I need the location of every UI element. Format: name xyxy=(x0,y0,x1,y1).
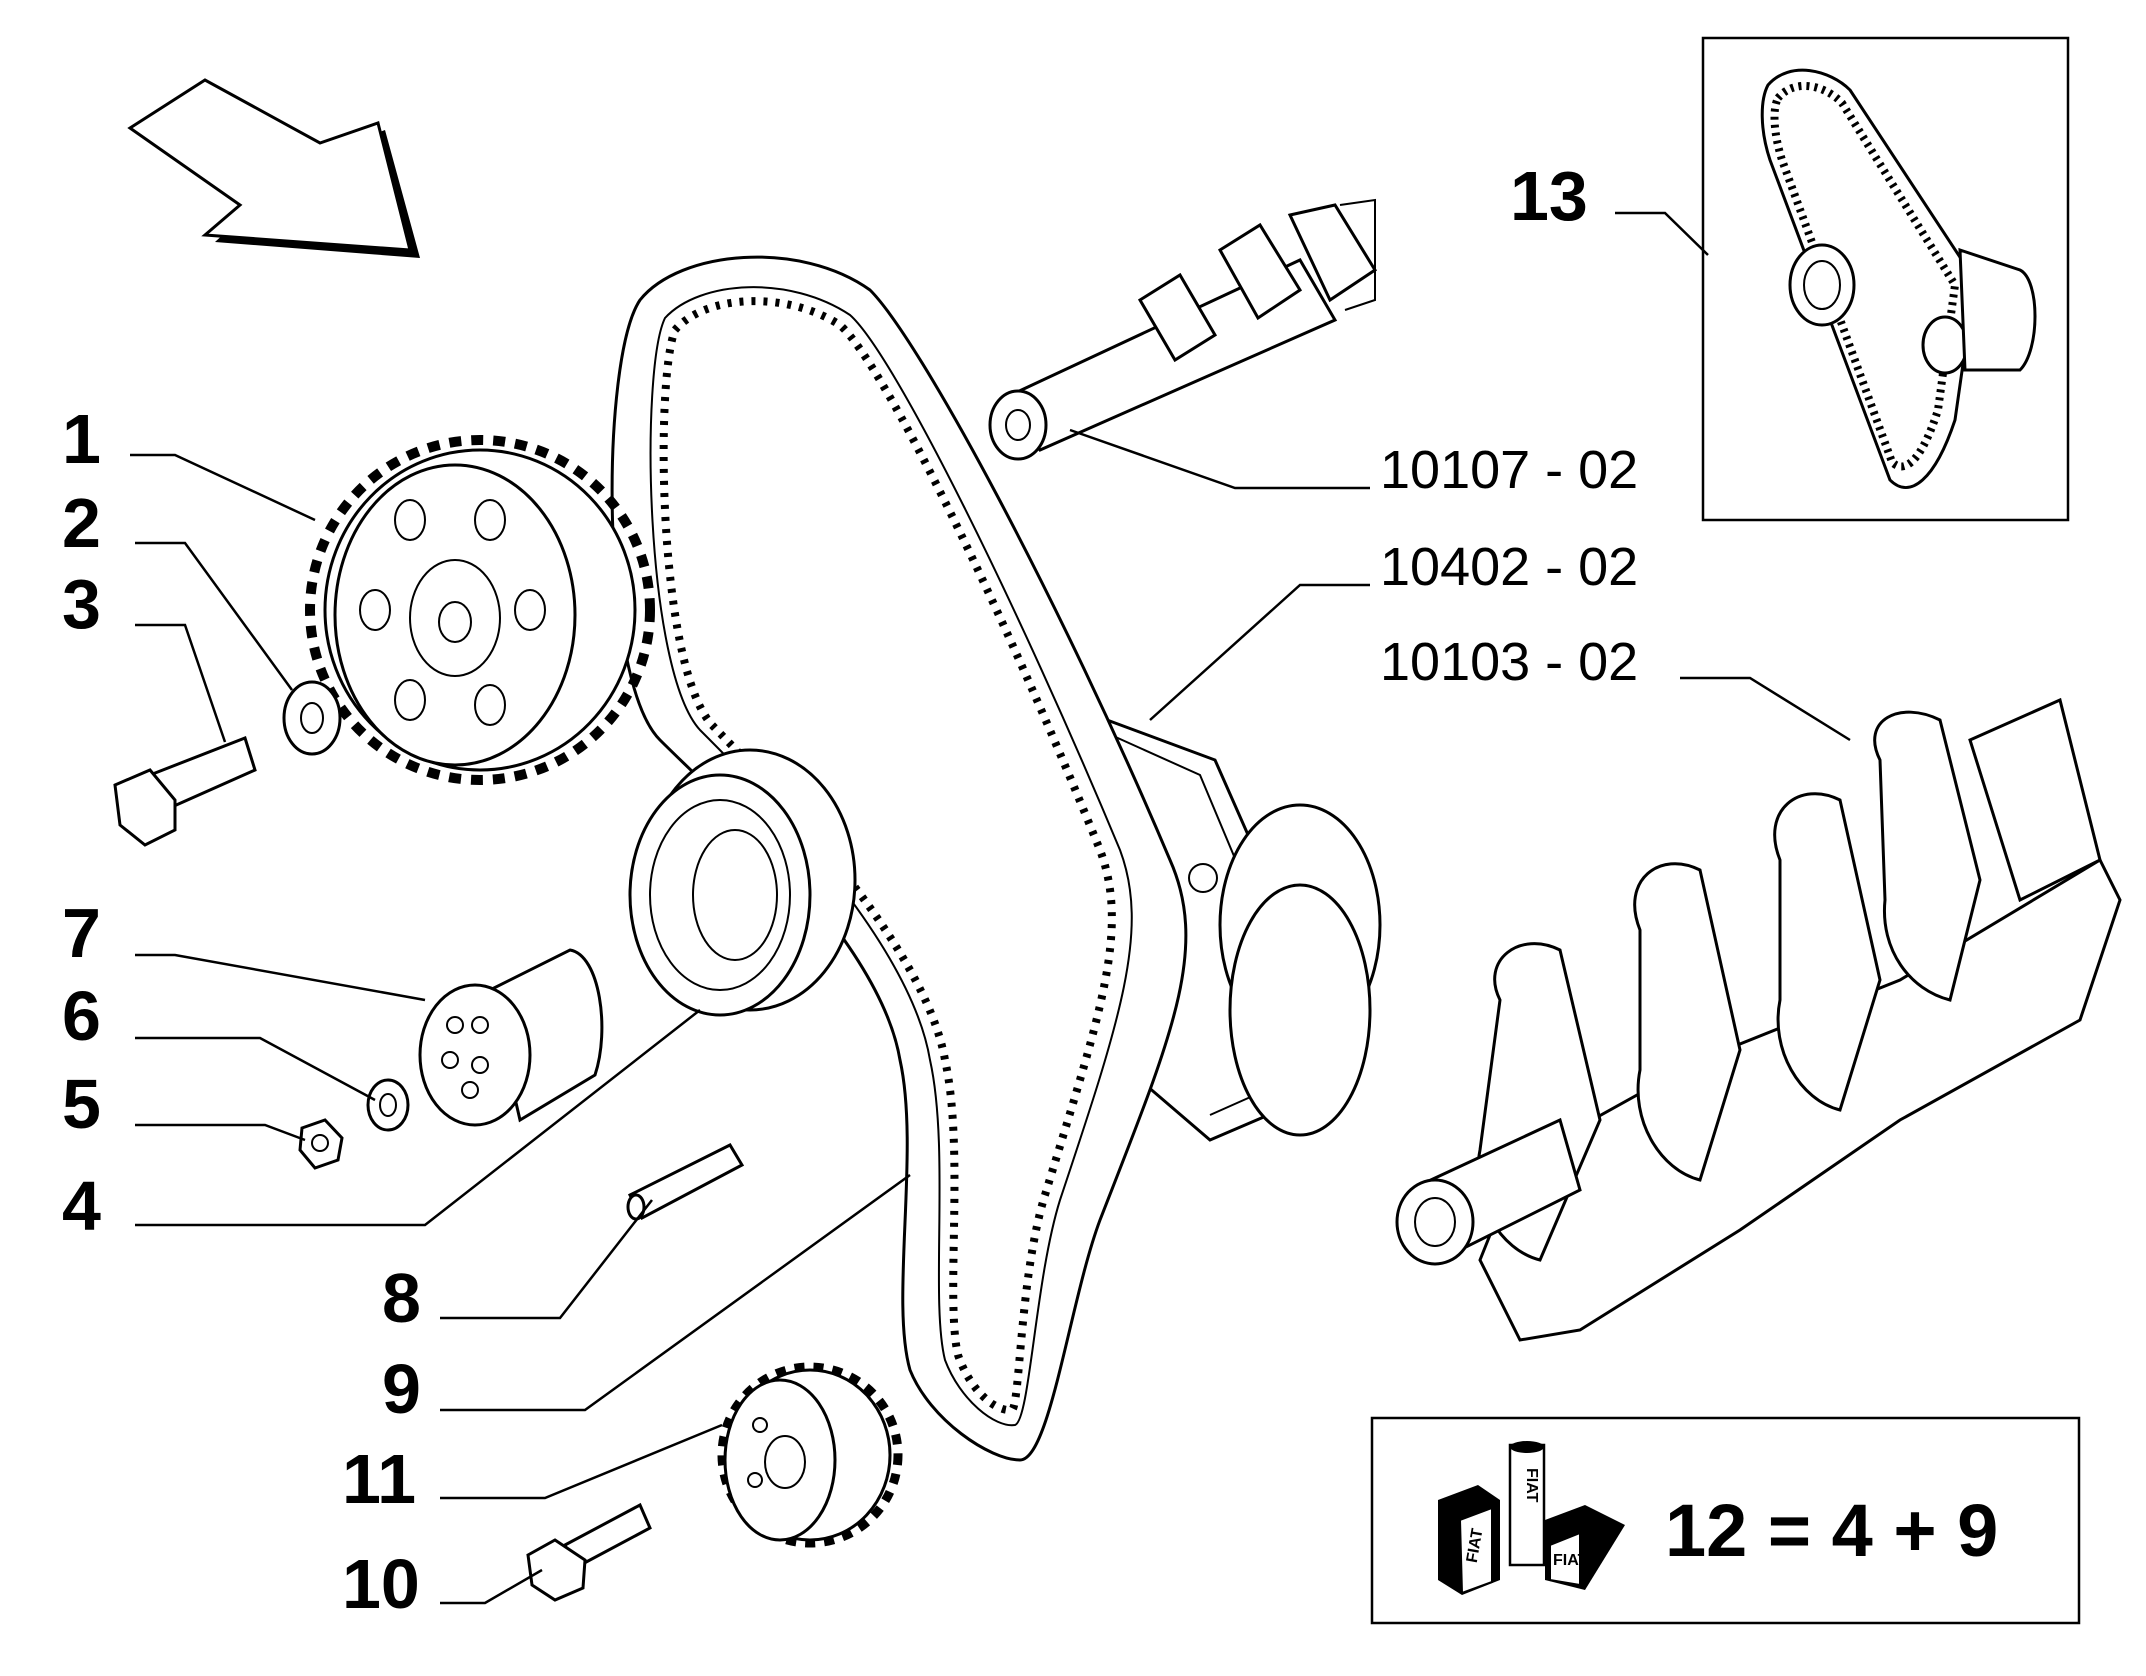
stud-8 xyxy=(626,1143,745,1221)
callout-9: 9 xyxy=(382,1350,421,1428)
callout-4: 4 xyxy=(62,1167,101,1245)
cam-pulley xyxy=(305,435,655,785)
nut-5 xyxy=(298,1118,344,1170)
callout-5: 5 xyxy=(62,1065,101,1143)
callout-10: 10 xyxy=(342,1545,420,1623)
callout-1: 1 xyxy=(62,400,101,478)
callout-7: 7 xyxy=(62,894,101,972)
bolt-3 xyxy=(113,736,257,847)
brand-mark-2: FIAT xyxy=(1523,1468,1540,1503)
brand-mark-1: FIAT xyxy=(1464,1527,1487,1564)
callout-2: 2 xyxy=(62,484,101,562)
callout-13: 13 xyxy=(1510,157,1588,235)
kit-formula: 12 = 4 + 9 xyxy=(1665,1489,1998,1572)
washer-2 xyxy=(282,680,342,756)
kit-icon: FIAT FIAT FIAT xyxy=(1438,1441,1625,1595)
brand-mark-3: FIAT xyxy=(1553,1552,1588,1569)
belt-assembly-inset xyxy=(1701,36,2070,522)
reference-10402: 10402 - 02 xyxy=(1380,537,1638,597)
eccentric-bush xyxy=(418,948,604,1127)
kit-box: FIAT FIAT FIAT 12 = 4 + 9 xyxy=(1370,1416,2081,1625)
callout-8: 8 xyxy=(382,1259,421,1337)
callout-11: 11 xyxy=(342,1440,416,1518)
reference-labels: 10107 - 02 10402 - 02 10103 - 02 xyxy=(1380,440,1638,692)
reference-10107: 10107 - 02 xyxy=(1380,440,1638,500)
leader-lines xyxy=(130,211,1851,1605)
crankshaft xyxy=(1395,697,2122,1342)
direction-arrow-icon xyxy=(127,78,420,258)
crank-pulley xyxy=(717,1362,903,1548)
callout-6: 6 xyxy=(62,977,101,1055)
camshaft xyxy=(988,198,1378,461)
reference-10103: 10103 - 02 xyxy=(1380,632,1638,692)
washer-6 xyxy=(366,1078,410,1132)
callout-3: 3 xyxy=(62,565,101,643)
callout-labels: 1 2 3 7 6 5 4 8 9 11 10 13 xyxy=(62,157,1588,1623)
tensioner-bearing xyxy=(628,748,857,1017)
bolt-10 xyxy=(526,1502,652,1602)
